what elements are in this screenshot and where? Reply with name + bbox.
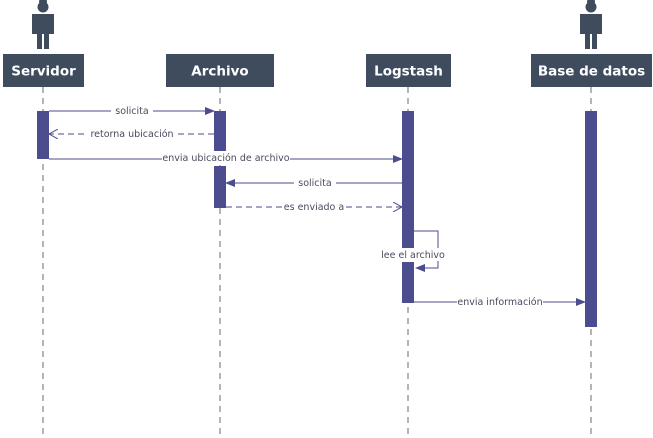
message-label: es enviado a xyxy=(284,202,344,213)
person-icon xyxy=(580,0,602,49)
participant-label: Base de datos xyxy=(538,64,645,80)
activation-archivo-1 xyxy=(214,111,226,156)
message-solicita: solicita xyxy=(49,104,215,118)
message-envia-informacion: envia información xyxy=(414,295,586,309)
participant-archivo: Archivo xyxy=(166,54,274,87)
message-envia-ubicacion: envia ubicación de archivo xyxy=(49,151,403,165)
message-label: solicita xyxy=(298,178,331,189)
message-lee-el-archivo: lee el archivo xyxy=(381,230,445,272)
message-label: envia ubicación de archivo xyxy=(162,153,289,164)
message-label: envia información xyxy=(457,297,542,308)
message-retorna-ubicacion: retorna ubicación xyxy=(49,127,214,141)
message-label: solicita xyxy=(115,106,148,117)
activation-logstash-2 xyxy=(402,262,414,303)
activation-servidor xyxy=(37,111,49,159)
message-solicita-archivo: solicita xyxy=(225,176,402,190)
activation-base xyxy=(585,111,597,327)
participant-label: Logstash xyxy=(374,64,443,80)
message-label: retorna ubicación xyxy=(90,129,173,140)
message-label: lee el archivo xyxy=(381,250,445,261)
participant-label: Archivo xyxy=(191,64,248,80)
person-icon xyxy=(32,0,54,49)
activation-logstash-1 xyxy=(402,111,414,248)
activation-archivo-2 xyxy=(214,166,226,208)
participant-servidor: Servidor xyxy=(3,54,84,87)
participant-base: Base de datos xyxy=(531,54,652,87)
participant-label: Servidor xyxy=(11,64,76,80)
message-es-enviado-a: es enviado a xyxy=(226,200,402,214)
participant-logstash: Logstash xyxy=(366,54,451,87)
